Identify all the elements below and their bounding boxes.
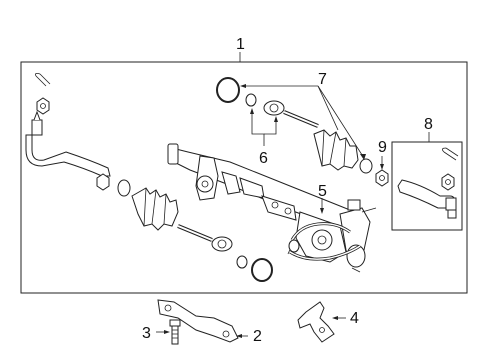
steering-gear-housing <box>167 143 377 273</box>
tie-rod-end-inset-frame <box>391 141 463 231</box>
right-boot-clamp <box>359 158 373 174</box>
left-o-ring <box>251 258 273 282</box>
callout-9-leader <box>380 156 384 170</box>
callout-4: 4 <box>350 310 359 327</box>
right-castle-nut <box>441 173 455 191</box>
callout-5-leader <box>320 198 324 214</box>
left-boot-clamp-small <box>117 179 131 197</box>
callout-3: 3 <box>142 325 151 342</box>
callout-5: 5 <box>318 183 327 200</box>
left-castle-nut <box>36 97 50 115</box>
right-o-ring <box>216 77 240 103</box>
callout-1: 1 <box>236 36 245 53</box>
heat-shield <box>297 301 335 343</box>
right-cotter-pin <box>442 147 459 161</box>
callout-4-leader <box>332 316 346 320</box>
callout-7: 7 <box>318 71 327 88</box>
callout-7-leaders <box>240 84 366 160</box>
left-jam-nut <box>96 173 110 191</box>
right-jam-nut <box>375 169 389 187</box>
power-steering-lines <box>287 222 361 261</box>
assembly-frame <box>20 61 468 294</box>
callout-6: 6 <box>259 150 268 167</box>
left-inner-tie-rod <box>177 224 233 252</box>
left-tie-rod-end <box>25 110 111 177</box>
mounting-bracket <box>157 299 239 343</box>
right-rack-seal <box>245 93 257 107</box>
callout-2-leader <box>236 334 248 338</box>
callout-2: 2 <box>253 328 262 345</box>
right-inner-tie-rod <box>263 100 319 128</box>
left-rack-seal <box>236 255 248 269</box>
right-tie-rod-end <box>397 179 457 219</box>
right-dust-boot <box>313 129 359 171</box>
left-dust-boot <box>131 187 179 231</box>
callout-6-leaders <box>250 108 278 146</box>
callout-9: 9 <box>378 139 387 156</box>
left-cotter-pin <box>35 72 51 87</box>
callout-8: 8 <box>424 116 433 133</box>
bolt <box>169 319 181 345</box>
callout-3-leader <box>156 330 170 334</box>
